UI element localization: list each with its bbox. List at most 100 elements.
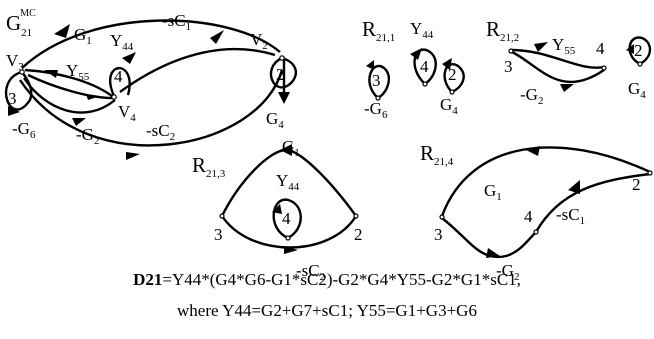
r211-arrow-4: [410, 48, 422, 60]
edge-v4-v3: [24, 68, 113, 97]
arrow-g4: [278, 92, 290, 104]
edge-v3-v4: [27, 73, 113, 100]
r212-node-3-label: 3: [504, 57, 513, 76]
arrow-y44: [122, 52, 136, 64]
r213-node-3-label: 3: [214, 225, 223, 244]
r214-node-3-label: 3: [434, 225, 443, 244]
r213-node-2: [353, 213, 359, 219]
node-v4: [111, 94, 117, 100]
r213-title: R21,3: [192, 153, 226, 180]
r213-arrow-loop4: [272, 204, 282, 214]
main-graph: G21MC V3 V2 V4 G1 Y44 -sC1 Y55: [4, 8, 297, 160]
r212-loop-label-2: 2: [634, 41, 643, 60]
node-v2: [279, 55, 285, 61]
graph-r21-1: R21,1 Y44 3 -G6 4 2 G4: [362, 17, 465, 121]
loop-label-2: 2: [276, 65, 285, 84]
r213-loop-label-4: 4: [282, 209, 291, 228]
r212-node-2: [637, 61, 643, 67]
r214-node-3: [439, 214, 445, 220]
r212-arrow-g2: [560, 84, 574, 92]
r211-loop-label-4: 4: [420, 57, 429, 76]
r214-arrow-g2: [486, 248, 500, 258]
r214-edge-4-2: [534, 172, 651, 233]
node-v3-label: V3: [6, 51, 24, 73]
r211-arrow-2: [442, 58, 452, 70]
r212-node-4: [601, 65, 607, 71]
graph-r21-3: R21,3 G1 Y44 4 3 2 -sC2: [192, 137, 363, 283]
r211-y44-label: Y44: [410, 19, 434, 41]
r214-edge-3-4: [441, 217, 537, 259]
edge-label-g1: G1: [74, 25, 92, 47]
arrow-g2: [72, 118, 86, 126]
r214-node-4: [533, 229, 539, 235]
r214-arrow-g1: [526, 146, 540, 156]
graph-r21-2: R21,2 Y55 3 4 -G2 2 G4: [486, 17, 652, 107]
r212-g4-label: G4: [628, 79, 646, 101]
r211-g4-label: G4: [440, 95, 458, 117]
edge-v4-v2: [119, 47, 276, 93]
node-v4-label: V4: [118, 102, 136, 124]
r214-g2-label: -G2: [496, 261, 519, 283]
edge-v3-v4-lower: [22, 77, 116, 114]
r214-sc1-label: -sC1: [556, 205, 585, 227]
r211-node-3: [375, 95, 381, 101]
arrow-g6: [8, 106, 20, 116]
edge-label-y55: Y55: [66, 61, 90, 83]
r213-node-4: [285, 235, 291, 241]
r211-loop-4: [413, 48, 437, 85]
edge-label-g2: -G2: [76, 125, 99, 147]
r212-node-3: [508, 48, 514, 54]
r211-loop-3: [368, 64, 390, 100]
r214-edge-2-3: [440, 146, 651, 217]
r213-arrow-sc2: [284, 246, 298, 254]
caption-definitions: where Y44=G2+G7+sC1; Y55=G1+G3+G6: [177, 301, 477, 320]
arrow-v3-v4: [86, 94, 100, 100]
caption-determinant-formula: D21=Y44*(G4*G6-G1*sC2)-G2*G4*Y55-G2*G1*s…: [0, 270, 654, 290]
r211-title: R21,1: [362, 17, 395, 44]
arrow-sc1: [210, 30, 224, 44]
loop-v2: [269, 56, 297, 89]
r212-edge-4-3: [511, 48, 605, 69]
r212-node-4-label: 4: [596, 39, 605, 58]
r213-arrow-g1: [280, 144, 292, 156]
edge-label-g4: G4: [266, 109, 284, 131]
r211-loop-2: [443, 63, 465, 94]
graph-r21-4: R21,4 G1 4 3 2 -sC1 -G2: [420, 141, 653, 283]
r211-loop-label-3: 3: [372, 71, 381, 90]
edge-label-sc1: -sC1: [162, 11, 191, 33]
edge-v3-v2-upper: [21, 19, 281, 69]
r212-g2-label: -G2: [520, 85, 543, 107]
node-v2-label: V2: [250, 30, 268, 52]
r211-g6-label: -G6: [364, 99, 388, 121]
r214-node-2: [647, 170, 653, 176]
caption-formula-rest: =Y44*(G4*G6-G1*sC2)-G2*G4*Y55-G2*G1*sC1,: [162, 270, 521, 289]
r214-node-4-label: 4: [524, 207, 533, 226]
edge-label-y44: Y44: [110, 31, 134, 53]
loop-v3: [4, 70, 33, 111]
arrow-y55: [44, 70, 58, 78]
r212-title: R21,2: [486, 17, 519, 44]
loop-label-3: 3: [8, 89, 17, 108]
r214-node-2-label: 2: [632, 175, 641, 194]
r211-node-2: [449, 89, 455, 95]
r214-arrow-sc1: [568, 180, 580, 194]
edge-label-g6: -G6: [12, 119, 36, 141]
node-v3: [19, 69, 25, 75]
r213-sc2-label: -sC2: [296, 261, 325, 283]
loop-label-4: 4: [114, 67, 123, 86]
r212-arrow-y55: [534, 42, 548, 52]
edge-label-sc2: -sC2: [146, 121, 175, 143]
loop-v4: [108, 67, 131, 97]
r214-g1-label: G1: [484, 181, 502, 203]
r212-loop-2: [628, 36, 652, 66]
r211-loop-label-2: 2: [448, 65, 457, 84]
r214-title: R21,4: [420, 141, 454, 168]
caption-formula-bold: D21: [133, 270, 163, 289]
arrow-sc2: [126, 152, 140, 160]
r211-arrow-3: [366, 60, 374, 70]
r212-y55-label: Y55: [552, 35, 576, 57]
r213-loop-4: [272, 198, 302, 240]
r212-edge-3-4: [511, 50, 605, 84]
r213-y44-label: Y44: [276, 171, 300, 193]
